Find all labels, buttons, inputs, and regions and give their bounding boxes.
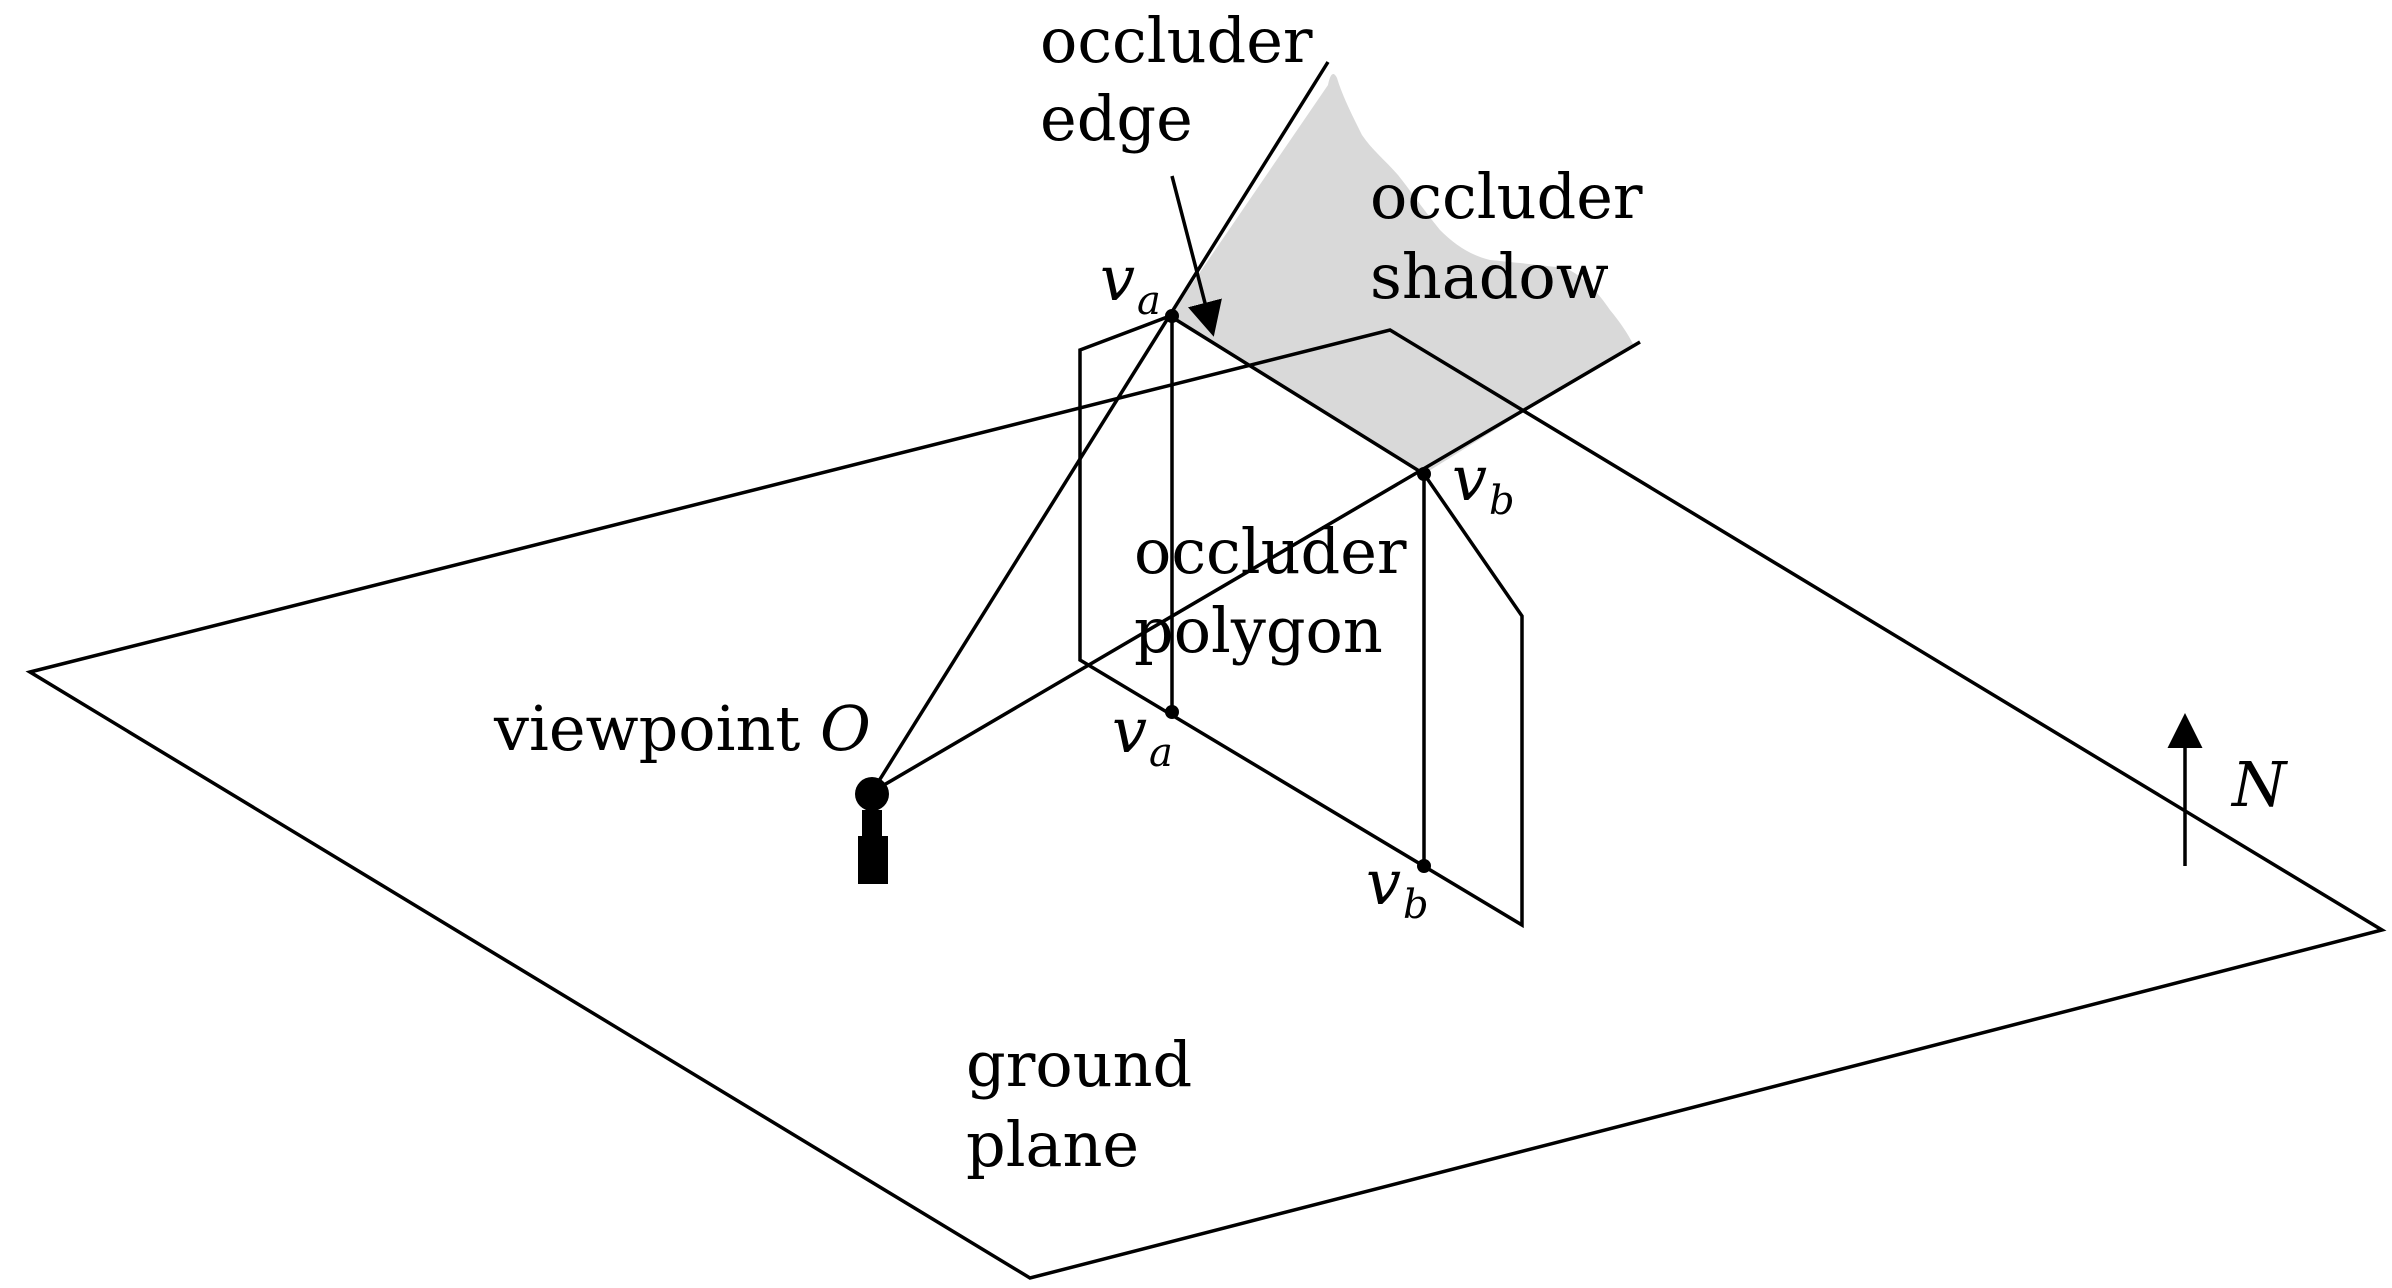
occluder-shadow-label-line1: occluder bbox=[1370, 160, 1643, 233]
vertex-vb-top-label: vb bbox=[1452, 442, 1515, 524]
occluder-edge-label-line2: edge bbox=[1040, 82, 1193, 155]
north-label: N bbox=[2230, 748, 2289, 821]
ground-plane-label-line2: plane bbox=[966, 1108, 1139, 1181]
ground-plane-label-line1: ground bbox=[966, 1028, 1192, 1101]
vertex-vb-top-dot bbox=[1417, 467, 1431, 481]
sight-line-through-va bbox=[870, 61, 1330, 793]
occluder-polygon-label-line2: polygon bbox=[1134, 594, 1383, 667]
viewpoint-person-icon bbox=[855, 777, 889, 884]
sight-line-through-vb bbox=[871, 340, 1641, 794]
vertex-vb-ground-label: vb bbox=[1366, 846, 1429, 928]
occluder-polygon-label-line1: occluder bbox=[1134, 515, 1407, 588]
vertex-va-top-label: va bbox=[1100, 242, 1161, 324]
occluder-shadow-region bbox=[1170, 74, 1633, 474]
occluder-edge-pointer-arrow bbox=[1170, 175, 1222, 337]
viewpoint-label: viewpoint O bbox=[493, 692, 871, 765]
occluder-edge-label-line1: occluder bbox=[1040, 4, 1313, 77]
vertex-vb-ground-dot bbox=[1417, 859, 1431, 873]
occluder-shadow-label-line2: shadow bbox=[1370, 240, 1609, 313]
vertex-va-ground-dot bbox=[1165, 705, 1179, 719]
vertex-va-top-dot bbox=[1165, 309, 1179, 323]
vertex-va-ground-label: va bbox=[1112, 694, 1173, 776]
ground-plane-outline bbox=[25, 328, 2387, 1280]
